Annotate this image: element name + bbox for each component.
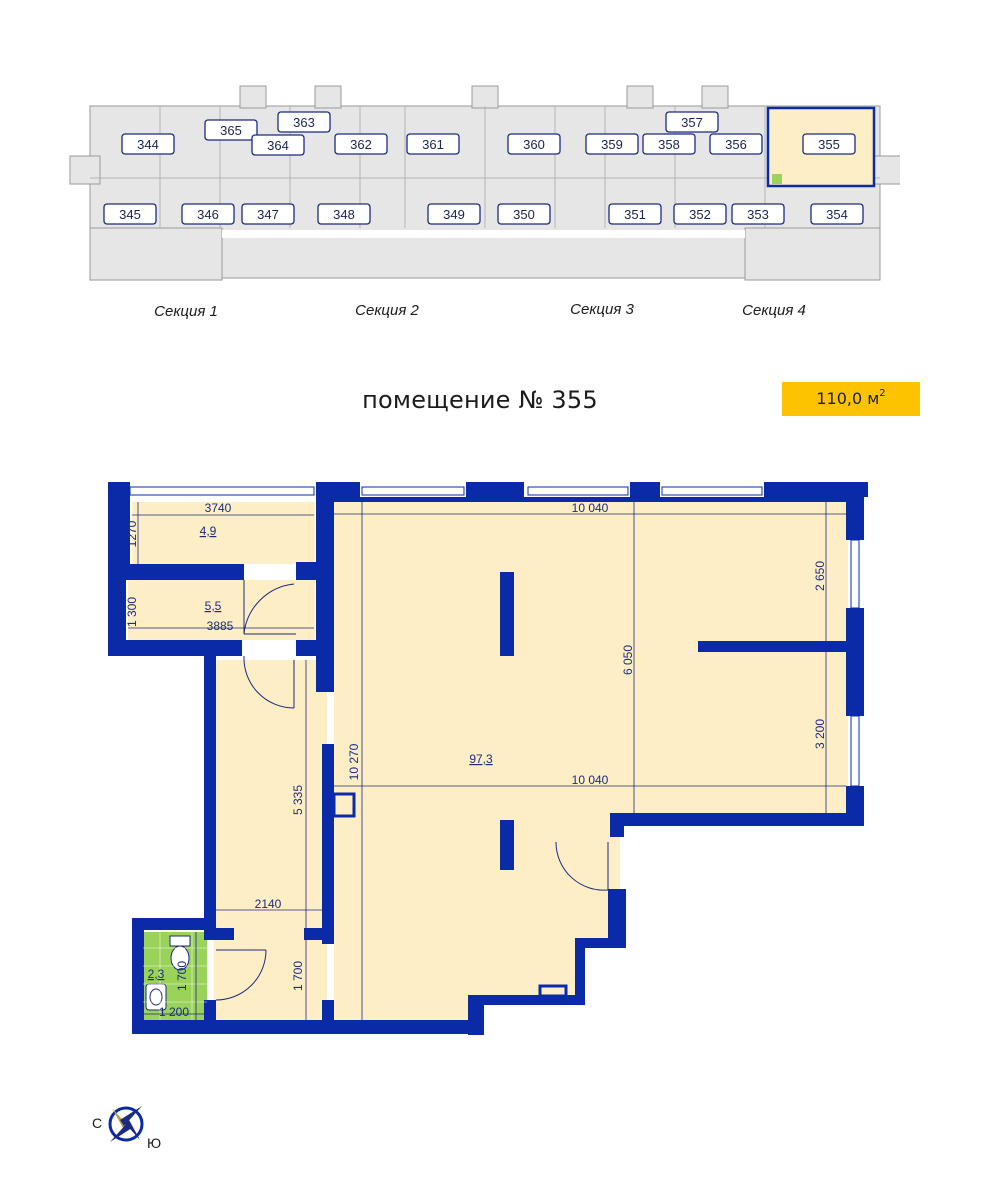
plan-floor [128, 502, 848, 1025]
svg-text:363: 363 [293, 115, 315, 130]
dim-right-lower-height: 3 200 [813, 719, 827, 749]
sink-icon [145, 983, 167, 1011]
unit-tag-346[interactable]: 346 [181, 203, 235, 225]
section-label-1: Секция 1 [154, 303, 218, 320]
dim-bath-height: 1 700 [175, 961, 189, 991]
dim-top-left-width: 3740 [205, 501, 232, 515]
svg-text:358: 358 [658, 137, 680, 152]
dim-corridor-lower-height: 1 700 [291, 961, 305, 991]
svg-text:359: 359 [601, 137, 623, 152]
svg-text:345: 345 [119, 207, 141, 222]
room-area-bathroom: 2,3 [148, 967, 165, 981]
compass-icon: С Ю [92, 1106, 161, 1151]
unit-tag-358[interactable]: 358 [642, 133, 696, 155]
compass-north: С [92, 1115, 102, 1131]
unit-tag-351[interactable]: 351 [608, 203, 662, 225]
room-area-storage: 5,5 [205, 599, 222, 613]
svg-text:348: 348 [333, 207, 355, 222]
svg-text:353: 353 [747, 207, 769, 222]
dim-bath-width: 1 200 [159, 1005, 189, 1019]
unit-tag-363[interactable]: 363 [277, 111, 331, 133]
section-label-4: Секция 4 [742, 302, 806, 319]
svg-text:346: 346 [197, 207, 219, 222]
unit-tag-355[interactable]: 355 [802, 133, 856, 155]
svg-text:351: 351 [624, 207, 646, 222]
unit-tag-349[interactable]: 349 [427, 203, 481, 225]
svg-text:356: 356 [725, 137, 747, 152]
section-label-3: Секция 3 [570, 301, 634, 318]
dim-main-mid-width: 10 040 [572, 773, 609, 787]
dim-main-height-left: 10 270 [347, 743, 361, 780]
keyplan-building [69, 85, 900, 281]
unit-tag-359[interactable]: 359 [585, 133, 639, 155]
dim-main-top-width: 10 040 [572, 501, 609, 515]
unit-tag-344[interactable]: 344 [121, 133, 175, 155]
svg-text:352: 352 [689, 207, 711, 222]
svg-text:350: 350 [513, 207, 535, 222]
plan-walls [108, 482, 868, 1035]
section-label-2: Секция 2 [355, 302, 419, 319]
svg-text:364: 364 [267, 138, 289, 153]
svg-text:360: 360 [523, 137, 545, 152]
unit-tag-345[interactable]: 345 [103, 203, 157, 225]
svg-text:349: 349 [443, 207, 465, 222]
unit-tag-356[interactable]: 356 [709, 133, 763, 155]
dim-top-left-height: 1270 [125, 520, 139, 547]
svg-text:365: 365 [220, 123, 242, 138]
keyplan-unit-tags: 344 365 363 364 362 361 360 359 358 357 … [103, 111, 864, 225]
dim-right-upper-height: 2 650 [813, 561, 827, 591]
unit-tag-364[interactable]: 364 [251, 134, 305, 156]
svg-text:362: 362 [350, 137, 372, 152]
compass-south: Ю [147, 1135, 161, 1151]
unit-tag-357[interactable]: 357 [665, 111, 719, 133]
svg-text:361: 361 [422, 137, 444, 152]
plan-dimension-lines [117, 502, 846, 1020]
unit-tag-365[interactable]: 365 [204, 119, 258, 141]
unit-tag-353[interactable]: 353 [731, 203, 785, 225]
area-value: 110,0 м [816, 389, 880, 408]
svg-text:357: 357 [681, 115, 703, 130]
area-badge: 110,0 м2 [782, 382, 920, 416]
unit-tag-348[interactable]: 348 [317, 203, 371, 225]
dim-second-left-height: 1 300 [125, 597, 139, 627]
plan-windows [129, 486, 860, 787]
unit-tag-361[interactable]: 361 [406, 133, 460, 155]
dim-second-left-width: 3885 [207, 619, 234, 633]
room-area-vestibule: 4,9 [200, 524, 217, 538]
room-area-main: 97,3 [469, 752, 493, 766]
unit-tag-360[interactable]: 360 [507, 133, 561, 155]
svg-text:347: 347 [257, 207, 279, 222]
svg-text:344: 344 [137, 137, 159, 152]
unit-tag-352[interactable]: 352 [673, 203, 727, 225]
unit-tag-362[interactable]: 362 [334, 133, 388, 155]
unit-tag-354[interactable]: 354 [810, 203, 864, 225]
unit-tag-350[interactable]: 350 [497, 203, 551, 225]
area-unit-sup: 2 [879, 387, 886, 399]
unit-title: помещение № 355 [362, 386, 598, 414]
floor-plan: 3740 1270 1 300 3885 10 040 2 650 3 200 … [108, 482, 868, 1035]
unit-tag-347[interactable]: 347 [241, 203, 295, 225]
svg-text:354: 354 [826, 207, 848, 222]
building-keyplan: 344 365 363 364 362 361 360 359 358 357 … [69, 85, 900, 320]
dim-main-height-right: 6 050 [621, 645, 635, 675]
svg-text:355: 355 [818, 137, 840, 152]
dim-corridor-height: 5 335 [291, 785, 305, 815]
plan-doors [215, 580, 609, 1001]
dim-corridor-width: 2140 [255, 897, 282, 911]
toilet-icon [169, 935, 191, 971]
